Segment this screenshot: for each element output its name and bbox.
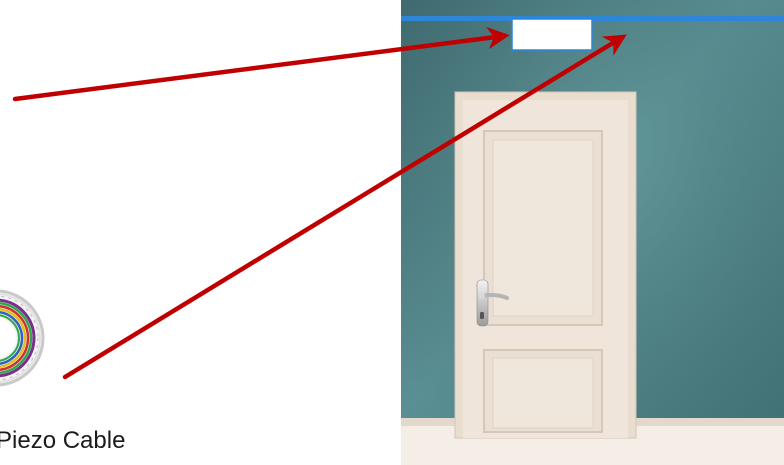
sensor-box [512, 19, 592, 50]
piezo-cable-coil-icon [0, 291, 43, 385]
piezo-cable-label: Piezo Cable [0, 427, 125, 455]
room-illustration [401, 0, 784, 465]
door [455, 92, 636, 438]
